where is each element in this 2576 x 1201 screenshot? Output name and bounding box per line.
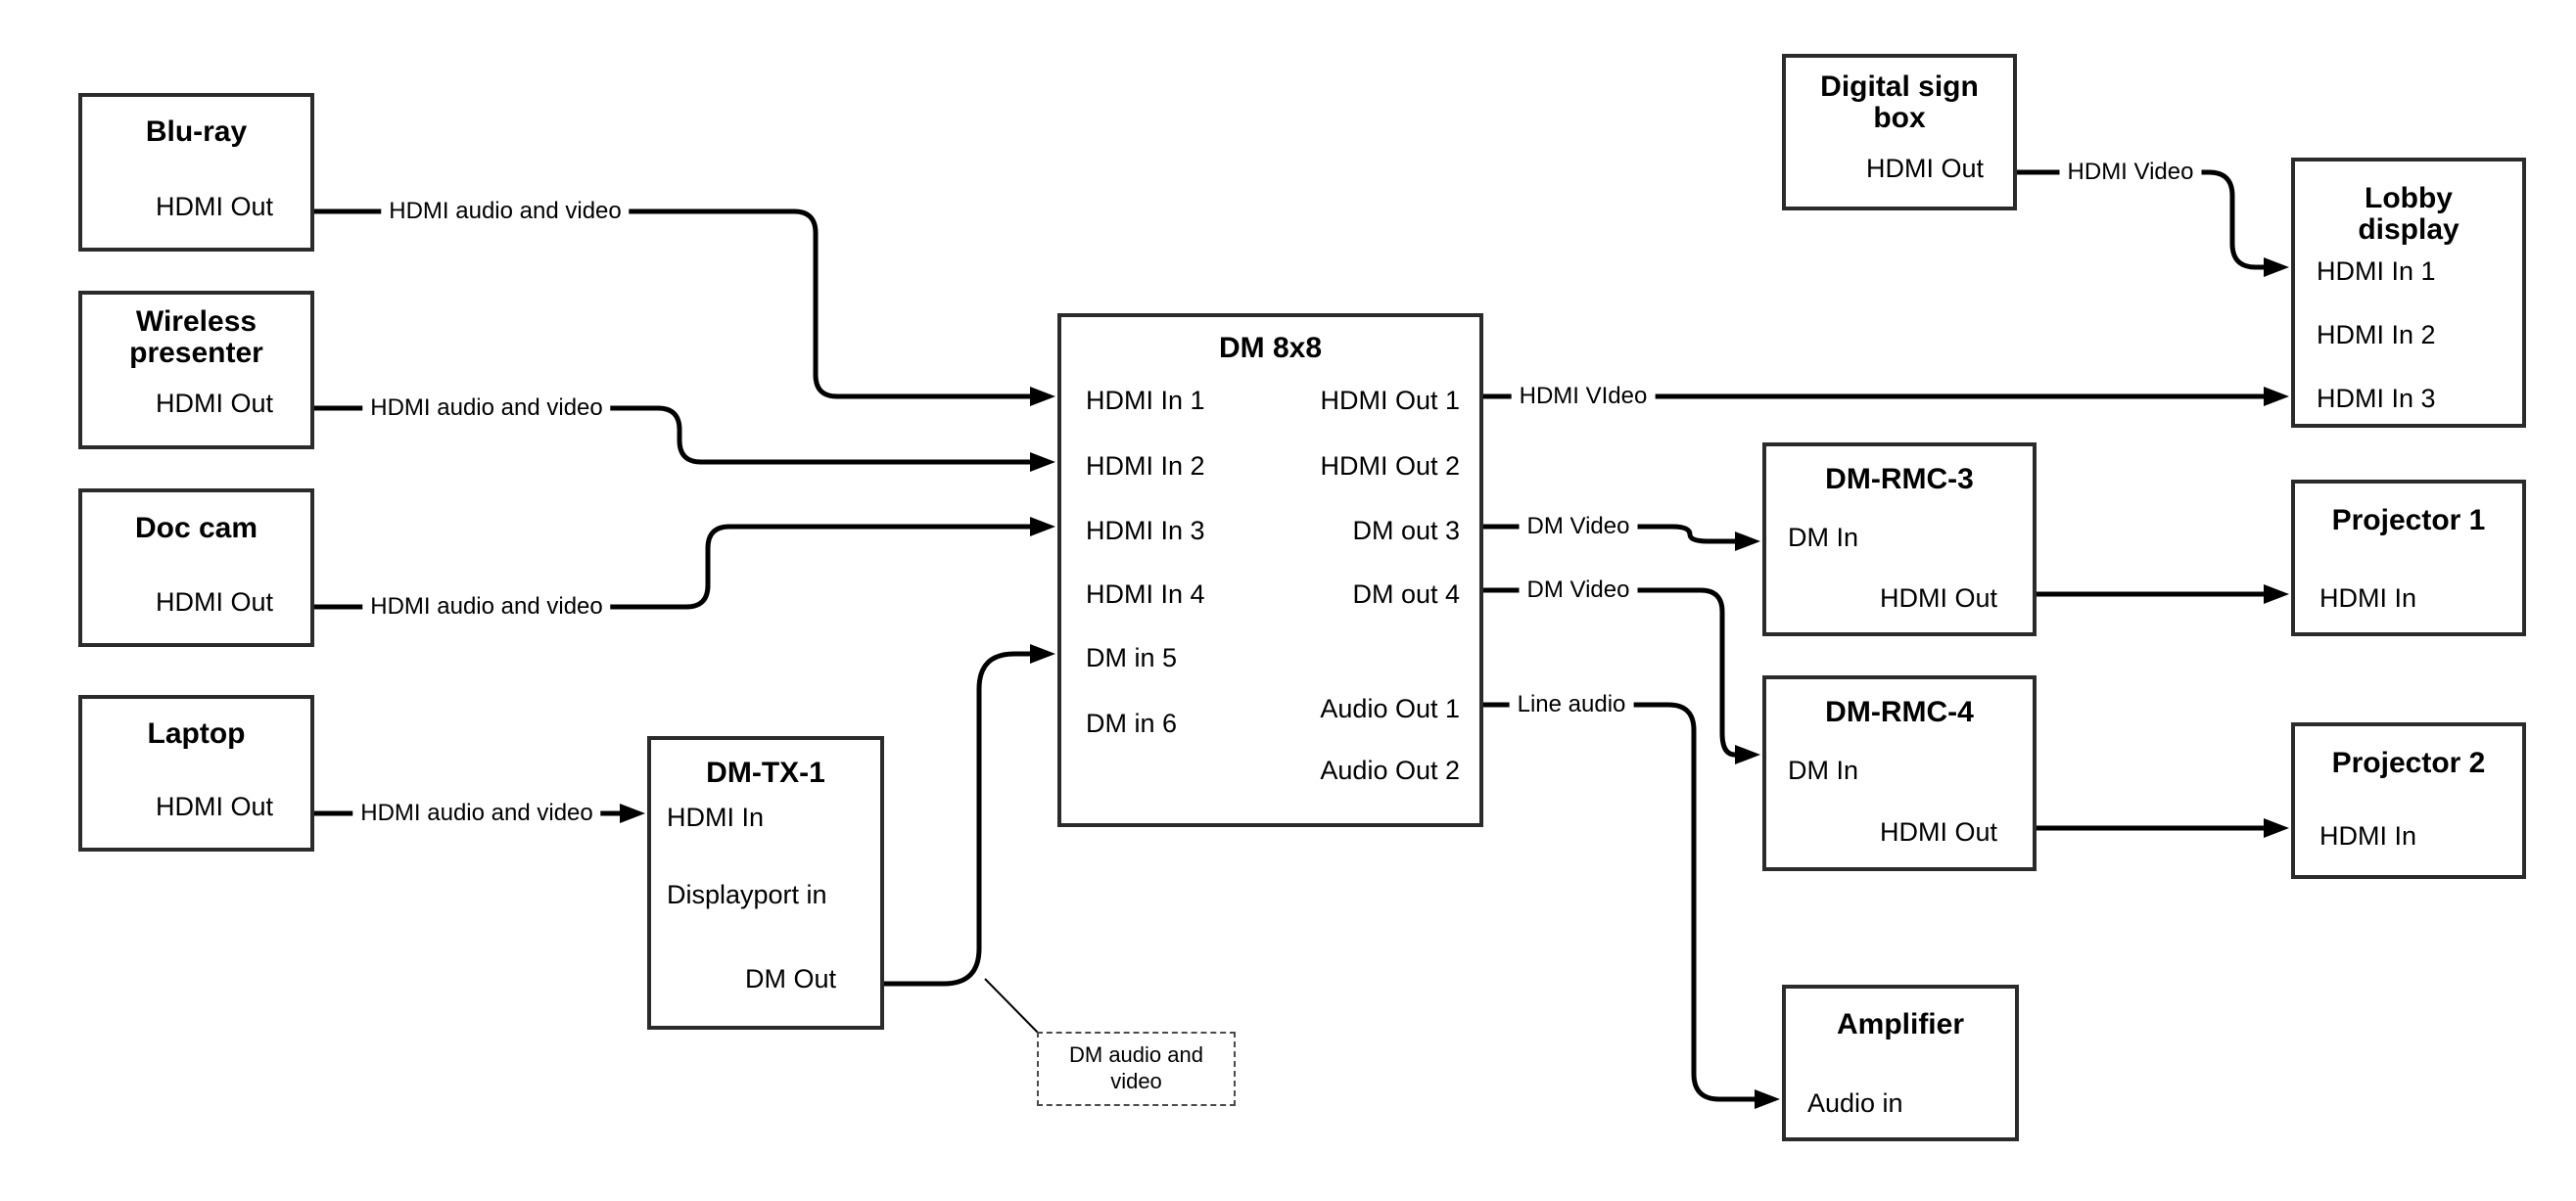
port-hdmi-out: HDMI Out xyxy=(155,792,273,821)
box-title: Projector 2 xyxy=(2331,747,2486,779)
note-dm-audio-and-video: DM audio and video xyxy=(1037,1032,1236,1106)
port-hdmi-out: HDMI Out xyxy=(1865,154,1984,183)
box-title: Digital sign box xyxy=(1820,70,1979,134)
box-laptop: Laptop HDMI Out xyxy=(78,695,314,852)
port-hdmi-in-2: HDMI In 2 xyxy=(2317,320,2436,349)
wire-label-hdmi-video-sign: HDMI Video xyxy=(2059,158,2202,187)
port-hdmi-in-1: HDMI In 1 xyxy=(1086,386,1205,415)
port-hdmi-in-3: HDMI In 3 xyxy=(1086,516,1205,545)
port-dm-in: DM In xyxy=(1788,523,1859,552)
box-projector-1: Projector 1 HDMI In xyxy=(2291,480,2526,636)
port-displayport-in: Displayport in xyxy=(667,880,827,909)
box-title: Projector 1 xyxy=(2331,504,2486,536)
box-dm-rmc-4: DM-RMC-4 DM In HDMI Out xyxy=(1762,675,2037,871)
port-hdmi-in-3: HDMI In 3 xyxy=(2317,384,2436,413)
box-title: Wireless presenter xyxy=(129,305,263,369)
box-title: DM-RMC-3 xyxy=(1825,463,1974,495)
box-dm-8x8: DM 8x8 HDMI In 1 HDMI In 2 HDMI In 3 HDM… xyxy=(1057,313,1483,827)
box-amplifier: Amplifier Audio in xyxy=(1782,985,2019,1141)
port-audio-out-2: Audio Out 2 xyxy=(1320,756,1460,785)
box-title: Laptop xyxy=(147,717,246,750)
wire-dm8x8-audio1-to-amplifier xyxy=(1483,702,1780,1109)
port-audio-out-1: Audio Out 1 xyxy=(1320,694,1460,723)
port-hdmi-in: HDMI In xyxy=(2319,583,2417,613)
box-title: Amplifier xyxy=(1836,1008,1965,1040)
box-doc-cam: Doc cam HDMI Out xyxy=(78,488,314,647)
port-audio-in: Audio in xyxy=(1807,1088,1903,1118)
wire-label-dm-video-out4: DM Video xyxy=(1519,576,1638,605)
box-title: Lobby display xyxy=(2358,182,2459,246)
box-title: DM-TX-1 xyxy=(706,757,825,789)
wire-bluray-to-dm8x8-in1 xyxy=(314,208,1055,406)
port-hdmi-in-2: HDMI In 2 xyxy=(1086,451,1205,481)
port-dm-in-6: DM in 6 xyxy=(1086,709,1178,738)
port-hdmi-out-2: HDMI Out 2 xyxy=(1320,451,1460,481)
box-projector-2: Projector 2 HDMI In xyxy=(2291,722,2526,879)
port-hdmi-out-1: HDMI Out 1 xyxy=(1320,386,1460,415)
box-lobby-display: Lobby display HDMI In 1 HDMI In 2 HDMI I… xyxy=(2291,158,2526,428)
wire-label-line-audio: Line audio xyxy=(1509,690,1634,719)
wire-label-hdmi-audio-video-laptop: HDMI audio and video xyxy=(352,799,601,828)
box-title: Blu-ray xyxy=(145,115,248,148)
box-blu-ray: Blu-ray HDMI Out xyxy=(78,93,314,252)
box-wireless-presenter: Wireless presenter HDMI Out xyxy=(78,291,314,449)
wire-dmtx1-to-dm8x8-in5 xyxy=(884,644,1055,987)
port-hdmi-out: HDMI Out xyxy=(155,192,273,221)
port-dm-out-3: DM out 3 xyxy=(1352,516,1460,545)
wire-label-hdmi-audio-video-doccam: HDMI audio and video xyxy=(362,592,611,622)
port-hdmi-in-4: HDMI In 4 xyxy=(1086,579,1205,609)
box-dm-tx-1: DM-TX-1 HDMI In Displayport in DM Out xyxy=(647,736,884,1030)
port-hdmi-out: HDMI Out xyxy=(1879,817,1997,847)
port-hdmi-in: HDMI In xyxy=(2319,821,2417,851)
wire-label-hdmi-audio-video-wireless: HDMI audio and video xyxy=(362,393,611,423)
port-hdmi-in: HDMI In xyxy=(667,803,765,832)
port-hdmi-in-1: HDMI In 1 xyxy=(2317,256,2436,286)
port-hdmi-out: HDMI Out xyxy=(155,389,273,418)
port-dm-in: DM In xyxy=(1788,756,1859,785)
port-hdmi-out: HDMI Out xyxy=(1879,583,1997,613)
box-dm-rmc-3: DM-RMC-3 DM In HDMI Out xyxy=(1762,442,2037,636)
port-dm-out-4: DM out 4 xyxy=(1352,579,1460,609)
port-dm-in-5: DM in 5 xyxy=(1086,643,1178,672)
box-title: Doc cam xyxy=(134,512,258,544)
port-hdmi-out: HDMI Out xyxy=(155,587,273,617)
wire-label-hdmi-audio-video-bluray: HDMI audio and video xyxy=(381,197,630,226)
wire-dm8x8-out4-to-dmrmc4 xyxy=(1483,587,1760,764)
box-digital-sign-box: Digital sign box HDMI Out xyxy=(1782,54,2017,210)
port-dm-out: DM Out xyxy=(744,964,836,993)
wire-label-dm-video-out3: DM Video xyxy=(1519,512,1638,541)
box-title: DM-RMC-4 xyxy=(1825,696,1974,728)
wire-label-hdmi-video-out1: HDMI VIdeo xyxy=(1511,382,1656,411)
box-title: DM 8x8 xyxy=(1218,332,1323,364)
note-connector-line xyxy=(984,978,1041,1036)
